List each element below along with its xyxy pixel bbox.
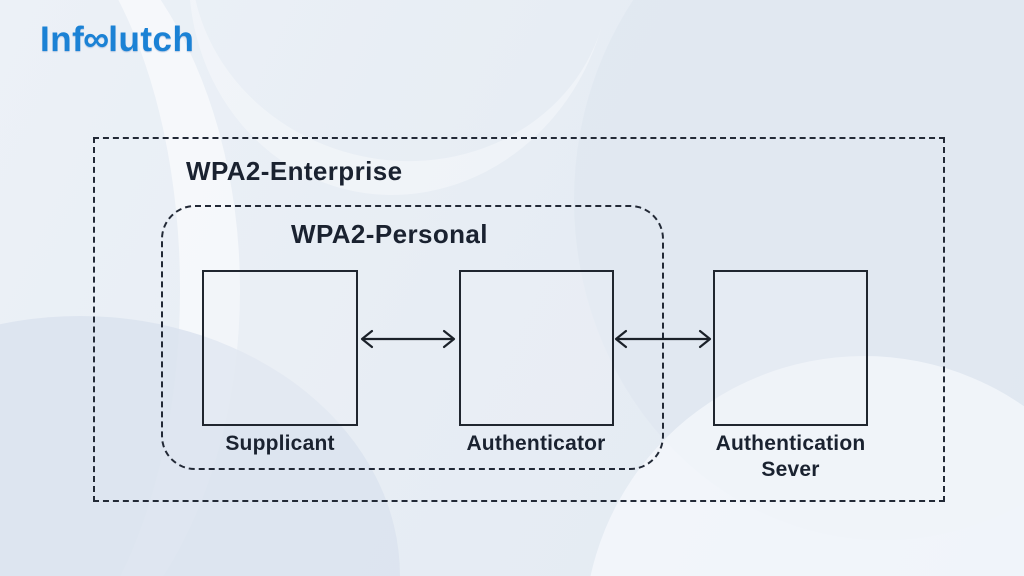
- infinity-icon: ∞: [83, 18, 110, 59]
- node-supplicant-label: Supplicant: [225, 432, 335, 455]
- wpa2-enterprise-label: WPA2-Enterprise: [186, 156, 403, 186]
- node-supplicant-box: [202, 270, 358, 426]
- wpa2-enterprise-group: [93, 137, 945, 502]
- node-authentication-server-label: Authentication Sever: [715, 432, 866, 481]
- node-authenticator-label: Authenticator: [466, 432, 606, 455]
- logo-text-prefix: Inf: [40, 20, 85, 59]
- node-authenticator-box: [459, 270, 614, 426]
- wpa2-personal-group: [161, 205, 664, 470]
- node-authentication-server-box: [713, 270, 868, 426]
- infoclutch-logo: Inf∞lutch: [40, 18, 194, 60]
- wpa2-personal-label: WPA2-Personal: [291, 219, 488, 249]
- logo-text-suffix: lutch: [108, 20, 195, 59]
